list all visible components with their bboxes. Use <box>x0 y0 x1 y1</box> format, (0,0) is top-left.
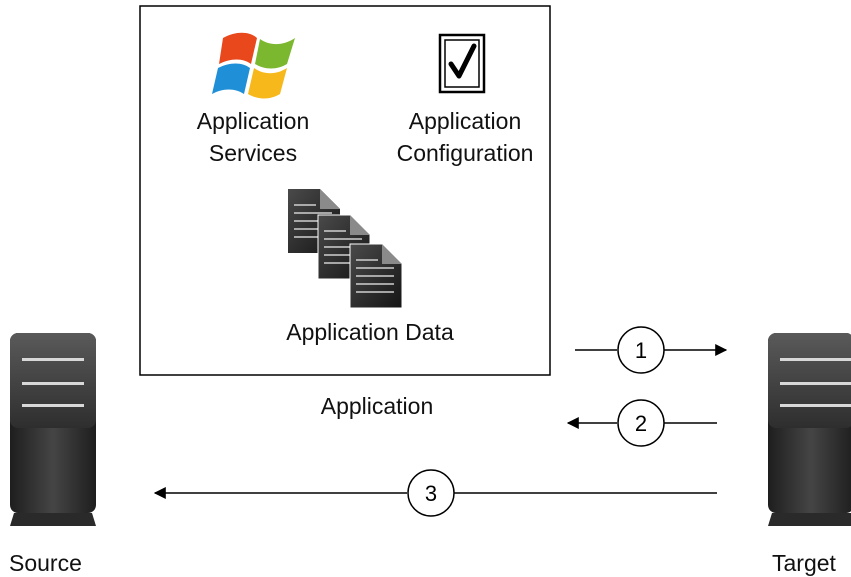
step-2-arrow <box>566 399 717 447</box>
application-caption: Application <box>320 393 434 419</box>
config-label-line-1: Application <box>408 108 522 134</box>
config-label-line-2: Configuration <box>396 140 534 167</box>
target-label: Target <box>772 550 836 576</box>
step-3-arrow <box>153 469 717 517</box>
step-1-circle <box>617 326 665 374</box>
data-label: Application Data <box>286 319 454 345</box>
step-3-circle <box>407 469 455 517</box>
checkbox-document-icon <box>438 33 486 94</box>
stacked-documents-icon <box>288 189 403 309</box>
config-label: Application Configuration <box>380 105 550 169</box>
step-2-circle <box>617 399 665 447</box>
target-server-icon <box>768 333 851 526</box>
step-2-number: 2 <box>635 411 647 436</box>
source-label: Source <box>9 550 82 576</box>
services-label: Application Services <box>168 105 338 169</box>
source-server-icon <box>10 333 96 526</box>
step-3-number: 3 <box>425 481 437 506</box>
services-label-line-1: Application <box>196 108 310 134</box>
windows-logo-icon <box>212 32 295 99</box>
services-label-line-2: Services <box>208 140 298 167</box>
step-1-number: 1 <box>635 338 647 363</box>
step-1-arrow <box>575 326 728 374</box>
